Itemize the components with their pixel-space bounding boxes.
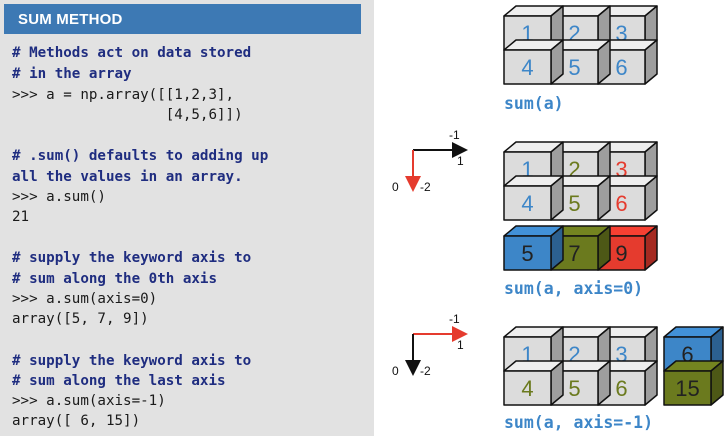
axis-last-cell: 4 (503, 360, 564, 406)
sum-all-cell-value: 5 (568, 55, 580, 80)
axis-label-h-alt: 1 (457, 338, 464, 352)
axis-label-h: -1 (449, 128, 460, 142)
code-output-line: array([5, 7, 9]) (12, 311, 149, 327)
axis-indicator-axis-last (405, 326, 468, 376)
code-comment-line: # sum along the last axis (12, 373, 226, 389)
axis0-cell-value: 6 (615, 191, 627, 216)
axis-last-cell-value: 5 (568, 376, 580, 401)
axis-last-cell-value: 6 (615, 376, 627, 401)
code-comment-line: all the values in an array. (12, 169, 243, 185)
axis-indicator-axis0 (405, 142, 468, 192)
code-line: >>> a.sum(axis=0) (12, 291, 158, 307)
sum-all-cell-value: 6 (615, 55, 627, 80)
code-line: >>> a.sum(axis=-1) (12, 393, 166, 409)
axis0-cell-value: 4 (521, 191, 533, 216)
axis0-cell: 5 (550, 175, 611, 221)
section-header: SUM METHOD (4, 4, 361, 34)
code-comment-line: # supply the keyword axis to (12, 250, 252, 266)
code-comment-line: # Methods act on data stored (12, 45, 252, 61)
code-line: >>> a.sum() (12, 189, 106, 205)
axis-label-h: -1 (449, 312, 460, 326)
diagram-caption-sum-axis0: sum(a, axis=0) (504, 279, 644, 298)
code-panel: SUM METHOD # Methods act on data stored … (0, 0, 374, 436)
axis-label-v-alt: 0 (392, 364, 399, 378)
axis0-cell: 4 (503, 175, 564, 221)
axis-last-result-cell: 15 (663, 360, 724, 406)
axis-last-result-cell-value: 15 (675, 376, 699, 401)
code-comment-line: # in the array (12, 66, 132, 82)
axis-label-h-alt: 1 (457, 154, 464, 168)
diagram-caption-sum-axis-last: sum(a, axis=-1) (504, 413, 654, 432)
diagram-caption-sum: sum(a) (504, 94, 564, 113)
sum-all-cell: 4 (503, 39, 564, 85)
axis0-result-cell-value: 9 (615, 241, 627, 266)
axis0-result-cell-value: 5 (521, 241, 533, 266)
sum-all-cell-value: 4 (521, 55, 533, 80)
axis0-result-cell: 5 (503, 225, 564, 271)
code-line: [4,5,6]]) (12, 107, 243, 123)
axis-label-v: -2 (420, 364, 431, 378)
axis-label-v-alt: 0 (392, 180, 399, 194)
axis0-result-cell-value: 7 (568, 241, 580, 266)
axis0-cell-value: 5 (568, 191, 580, 216)
section-title: SUM METHOD (18, 11, 123, 28)
sum-all-cell: 6 (597, 39, 658, 85)
code-comment-line: # sum along the 0th axis (12, 271, 217, 287)
code-output-line: 21 (12, 209, 30, 225)
axis-last-cell-value: 4 (521, 376, 533, 401)
axis-label-v: -2 (420, 180, 431, 194)
code-comment-line: # .sum() defaults to adding up (12, 148, 269, 164)
code-comment-line: # supply the keyword axis to (12, 353, 252, 369)
code-output-line: array([ 6, 15]) (12, 413, 141, 429)
code-line: >>> a = np.array([[1,2,3], (12, 87, 235, 103)
